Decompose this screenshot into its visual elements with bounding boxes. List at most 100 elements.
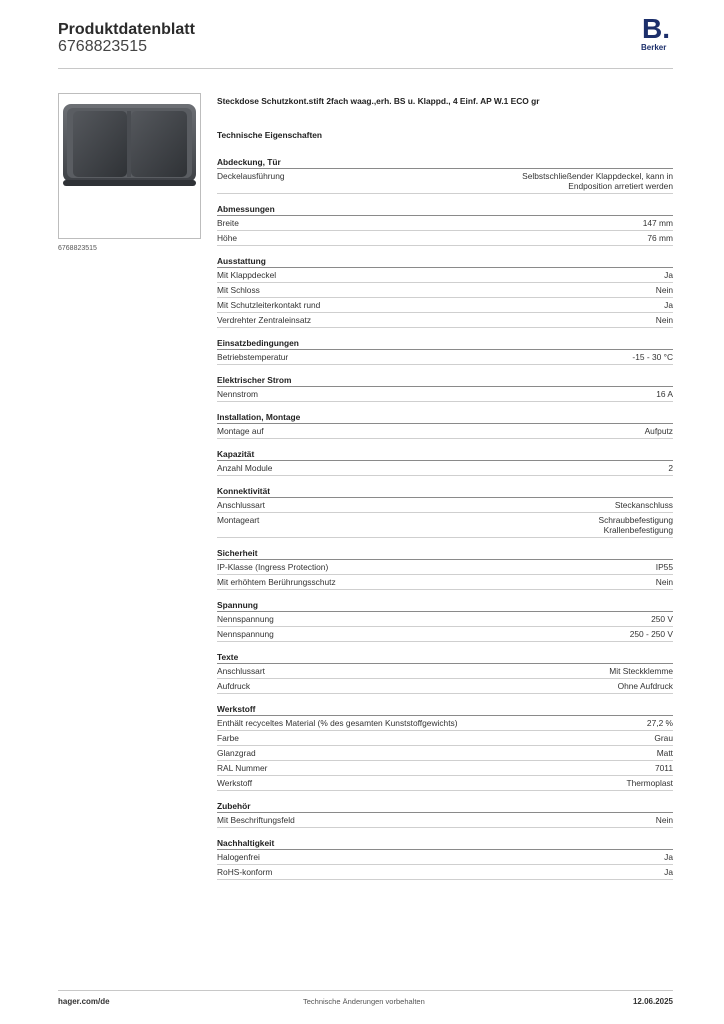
- spec-row: Montage auf Aufputz: [217, 424, 673, 439]
- product-title: Steckdose Schutzkont.stift 2fach waag.,e…: [217, 96, 540, 106]
- spec-label: Aufdruck: [217, 681, 251, 691]
- section-heading: Elektrischer Strom: [217, 372, 673, 387]
- spec-value-line: Thermoplast: [626, 778, 673, 788]
- brand-logo: B. Berker: [640, 13, 674, 53]
- spec-value-line: Ja: [664, 852, 673, 862]
- spec-column: Steckdose Schutzkont.stift 2fach waag.,e…: [217, 96, 673, 880]
- spec-label: Verdrehter Zentraleinsatz: [217, 315, 312, 325]
- spec-value-line: 16 A: [656, 389, 673, 399]
- article-number: 6768823515: [58, 38, 147, 55]
- spec-value: Ja: [664, 270, 673, 280]
- spec-value-line: Nein: [655, 285, 673, 295]
- spec-value: 250 - 250 V: [630, 629, 673, 639]
- spec-label: Nennstrom: [217, 389, 258, 399]
- logo-mark: B.: [642, 13, 670, 44]
- spec-value: 250 V: [651, 614, 673, 624]
- spec-value: Grau: [654, 733, 673, 743]
- product-image: [58, 93, 201, 239]
- spec-value: -15 - 30 °C: [632, 352, 673, 362]
- spec-label: Mit Klappdeckel: [217, 270, 277, 280]
- spec-row: Anschlussart Steckanschluss: [217, 498, 673, 513]
- spec-value-line: 2: [668, 463, 673, 473]
- spec-value: Thermoplast: [626, 778, 673, 788]
- section-gap: [217, 194, 673, 201]
- spec-label: Mit Schloss: [217, 285, 260, 295]
- spec-value-line: Krallenbefestigung: [603, 525, 673, 535]
- section-heading: Abmessungen: [217, 201, 673, 216]
- header-divider: [58, 68, 673, 69]
- section-heading: Zubehör: [217, 798, 673, 813]
- spec-value-line: 250 V: [651, 614, 673, 624]
- spec-row: Nennstrom 16 A: [217, 387, 673, 402]
- spec-value: IP55: [656, 562, 673, 572]
- section-heading: Texte: [217, 649, 673, 664]
- section-heading: Sicherheit: [217, 545, 673, 560]
- spec-value-line: IP55: [655, 562, 673, 572]
- spec-value-line: Aufputz: [644, 426, 673, 436]
- spec-value-line: Nein: [655, 315, 673, 325]
- spec-label: RAL Nummer: [217, 763, 268, 773]
- spec-value: Ja: [664, 300, 673, 310]
- section-heading: Spannung: [217, 597, 673, 612]
- spec-value: Ja: [664, 867, 673, 877]
- spec-value: 7011: [655, 763, 673, 773]
- spec-value: Ohne Aufdruck: [618, 681, 673, 691]
- spec-label: Anzahl Module: [217, 463, 273, 473]
- section-gap: [217, 642, 673, 649]
- spec-value: Nein: [656, 315, 673, 325]
- spec-row: Enthält recyceltes Material (% des gesam…: [217, 716, 673, 731]
- footer-disclaimer: Technische Änderungen vorbehalten: [303, 997, 425, 1006]
- section-heading: Installation, Montage: [217, 409, 673, 424]
- spec-row: Betriebstemperatur-15 - 30 °C: [217, 350, 673, 365]
- section-heading: Werkstoff: [217, 701, 673, 716]
- spec-value: Ja: [664, 852, 673, 862]
- spec-row: Nennspannung 250 V: [217, 612, 673, 627]
- spec-value-line: Endposition arretiert werden: [568, 181, 673, 191]
- footer-divider: [58, 990, 673, 991]
- spec-label: Halogenfrei: [217, 852, 260, 862]
- spec-label: Montage auf: [217, 426, 264, 436]
- spec-value-line: Schraubbefestigung: [598, 515, 674, 525]
- spec-label: Anschlussart: [217, 500, 265, 510]
- spec-value: Steckanschluss: [615, 500, 673, 510]
- spec-label: Nennspannung: [217, 629, 274, 639]
- spec-row: Nennspannung 250 - 250 V: [217, 627, 673, 642]
- spec-value-line: 27,2 %: [646, 718, 673, 728]
- spec-label: Mit erhöhtem Berührungsschutz: [217, 577, 336, 587]
- spec-value: Nein: [656, 577, 673, 587]
- spec-value-line: 76 mm: [647, 233, 673, 243]
- page-title: Produktdatenblatt: [58, 21, 195, 38]
- spec-label: IP-Klasse (Ingress Protection): [217, 562, 329, 572]
- spec-value-line: Ja: [664, 867, 673, 877]
- spec-label: Montageart: [217, 515, 260, 525]
- spec-value-line: Ja: [664, 300, 673, 310]
- spec-value-line: 7011: [654, 763, 673, 773]
- spec-label: RoHS-konform: [217, 867, 273, 877]
- spec-label: Deckelausführung: [217, 171, 285, 181]
- section-heading: Abdeckung, Tür: [217, 154, 673, 169]
- spec-value: Aufputz: [645, 426, 673, 436]
- spec-label: Mit Beschriftungsfeld: [217, 815, 295, 825]
- spec-row: RoHS-konform Ja: [217, 865, 673, 880]
- spec-row: Verdrehter Zentraleinsatz Nein: [217, 313, 673, 328]
- section-gap: [217, 590, 673, 597]
- section-gap: [217, 791, 673, 798]
- spec-label: Nennspannung: [217, 614, 274, 624]
- spec-value-line: 147 mm: [642, 218, 673, 228]
- spec-label: Glanzgrad: [217, 748, 256, 758]
- spec-row: Mit Schloss Nein: [217, 283, 673, 298]
- spec-row: Aufdruck Ohne Aufdruck: [217, 679, 673, 694]
